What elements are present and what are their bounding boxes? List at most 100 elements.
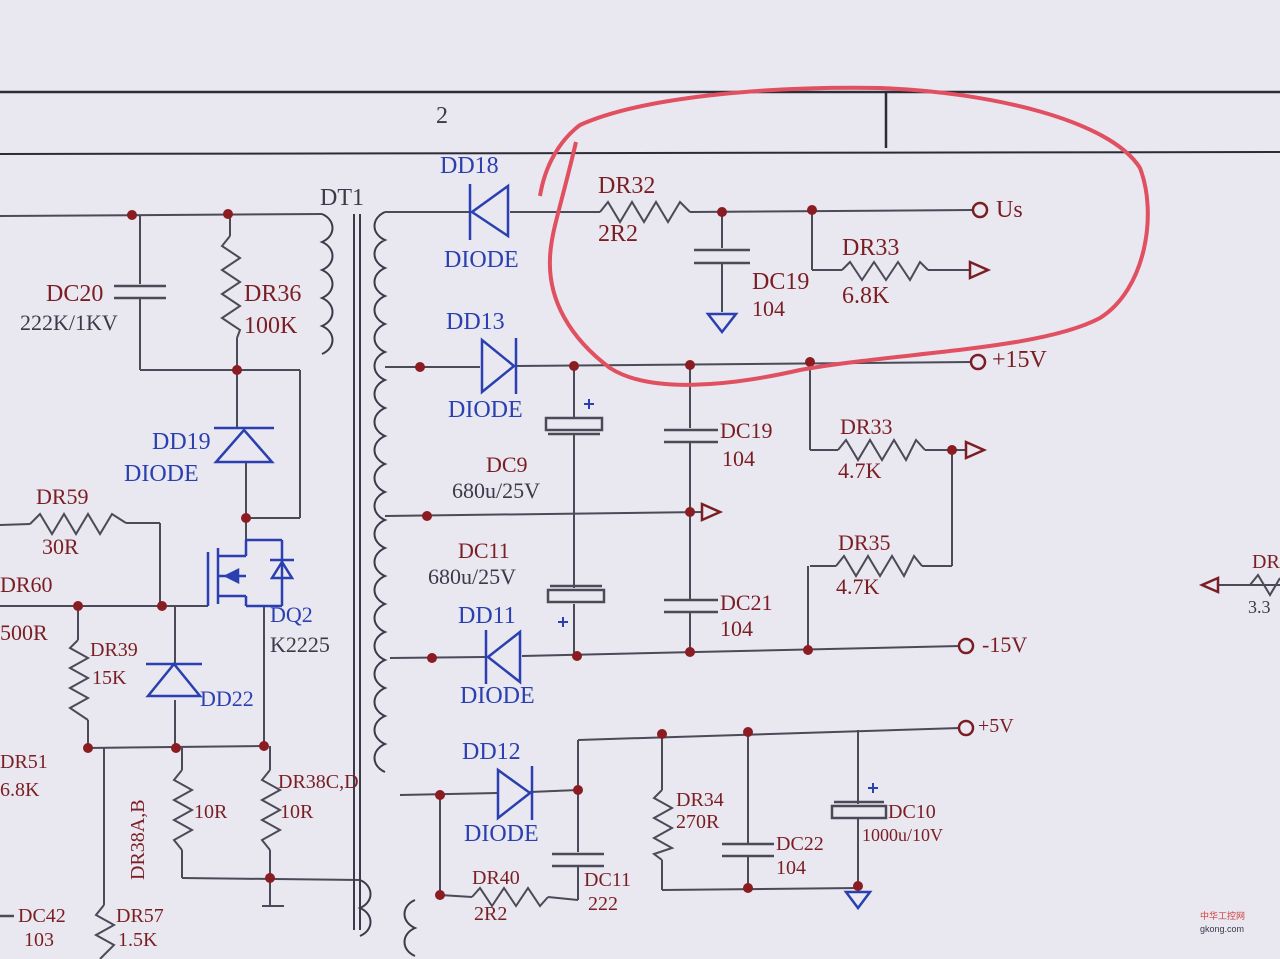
resistor-dr57: [93, 904, 117, 959]
dd13-ref: DD13: [446, 309, 505, 335]
terminal-p15v: [969, 353, 987, 371]
resistor-dr38ab: [171, 769, 195, 851]
dc11-big-ref: DC11: [458, 538, 510, 563]
dc19-top-value: 104: [752, 296, 785, 321]
diode-dd18: [468, 183, 510, 240]
terminal-m15v: [957, 637, 975, 655]
dc11-small-ref: DC11: [584, 869, 632, 891]
dc42-value: 103: [24, 929, 54, 951]
dr36-value: 100K: [244, 313, 298, 339]
dc10-ref: DC10: [888, 801, 936, 823]
dc19-mid-ref: DC19: [720, 418, 773, 443]
dr33-top-value: 6.8K: [842, 283, 890, 309]
capacitor-dc22: [722, 842, 774, 858]
resistor-edge-right: [1249, 573, 1280, 597]
wires: [0, 209, 1280, 907]
dr57-ref: DR57: [116, 905, 164, 927]
dd13-value: DIODE: [448, 397, 523, 423]
net-p5v: +5V: [978, 715, 1014, 737]
terminal-us: [971, 201, 989, 219]
resistor-dr59: [29, 512, 127, 536]
ground-icon: [843, 890, 873, 911]
dr35-ref: DR35: [838, 530, 891, 555]
dc20-value: 222K/1KV: [20, 310, 118, 335]
highlight-circle: [538, 85, 1150, 387]
dq2-ref: DQ2: [270, 602, 313, 627]
capacitor-dc20: [114, 284, 166, 300]
dd19-value: DIODE: [124, 461, 199, 487]
dr38cd-ref: DR38C,D: [278, 771, 359, 793]
ground-icon: [705, 312, 739, 335]
dr51-ref: DR51: [0, 751, 48, 773]
edge-right-value: 3.3: [1248, 597, 1271, 617]
dc21-ref: DC21: [720, 590, 773, 615]
arrow-icon: [1198, 576, 1220, 594]
dc42-ref: DC42: [18, 905, 66, 927]
dc20-ref: DC20: [46, 281, 104, 307]
dr38ab-value: 10R: [194, 801, 228, 823]
dr33-mid-value: 4.7K: [838, 458, 882, 483]
diode-dd11: [484, 629, 522, 685]
dr33-top-ref: DR33: [842, 235, 900, 261]
dr38ab-ref: DR38A,B: [127, 799, 149, 880]
transformer-label: DT1: [320, 185, 364, 211]
frame-lines: [0, 90, 1280, 155]
polarity-marks: [558, 399, 878, 793]
dr38cd-value: 10R: [280, 801, 314, 823]
dd18-ref: DD18: [440, 153, 499, 179]
watermark: 中华工控网 gkong.com: [1200, 906, 1245, 934]
diode-dd13: [480, 337, 518, 395]
capacitor-dc10: [830, 800, 888, 820]
resistor-dr39: [67, 639, 91, 721]
dr34-value: 270R: [676, 811, 720, 833]
dc9-ref: DC9: [486, 452, 528, 477]
dr39-ref: DR39: [90, 639, 138, 661]
dd19-ref: DD19: [152, 429, 211, 455]
dr59-value: 30R: [42, 534, 79, 559]
dr51-value: 6.8K: [0, 779, 40, 801]
dd12-value: DIODE: [464, 821, 539, 847]
dc11-small-value: 222: [588, 893, 618, 915]
junction-dots: [73, 205, 957, 900]
resistor-dr33-top: [841, 260, 929, 282]
dc19-top-ref: DC19: [752, 269, 810, 295]
dc11-big-value: 680u/25V: [428, 564, 516, 589]
diodes: [145, 183, 534, 821]
arrow-icon: [964, 440, 988, 460]
dr40-value: 2R2: [474, 903, 508, 925]
dr59-ref: DR59: [36, 484, 89, 509]
capacitor-dc19-top: [694, 248, 750, 265]
capacitors: [0, 248, 888, 918]
net-m15v: -15V: [982, 632, 1028, 657]
dr34-ref: DR34: [676, 789, 724, 811]
dc22-ref: DC22: [776, 833, 824, 855]
resistor-dr38cd: [259, 769, 283, 851]
diode-dd19: [213, 426, 275, 464]
diode-dd12: [496, 766, 534, 821]
net-us: Us: [996, 197, 1023, 223]
dd11-value: DIODE: [460, 683, 535, 709]
capacitor-dc21: [664, 598, 718, 614]
column-number: 2: [436, 103, 448, 129]
capacitor-dc11-small: [552, 852, 604, 868]
diode-dd22: [145, 662, 203, 698]
resistor-dr33-mid: [837, 438, 926, 463]
dd12-ref: DD12: [462, 739, 521, 765]
dd11-ref: DD11: [458, 603, 516, 629]
arrow-icon: [968, 260, 992, 280]
transformer-dt1: [319, 211, 418, 957]
dc22-value: 104: [776, 857, 806, 879]
terminals: [700, 201, 1220, 737]
resistor-dr36: [220, 235, 242, 339]
watermark-line2: gkong.com: [1200, 924, 1245, 934]
dr39-value: 15K: [92, 667, 127, 689]
net-p15v: +15V: [992, 347, 1047, 373]
resistor-dr32: [599, 200, 691, 224]
dr32-ref: DR32: [598, 173, 656, 199]
dc19-mid-value: 104: [722, 446, 755, 471]
dr32-value: 2R2: [598, 221, 639, 247]
arrow-icon: [700, 502, 724, 522]
resistor-dr35: [835, 554, 923, 579]
terminal-p5v: [957, 719, 975, 737]
resistor-dr34: [651, 789, 675, 861]
